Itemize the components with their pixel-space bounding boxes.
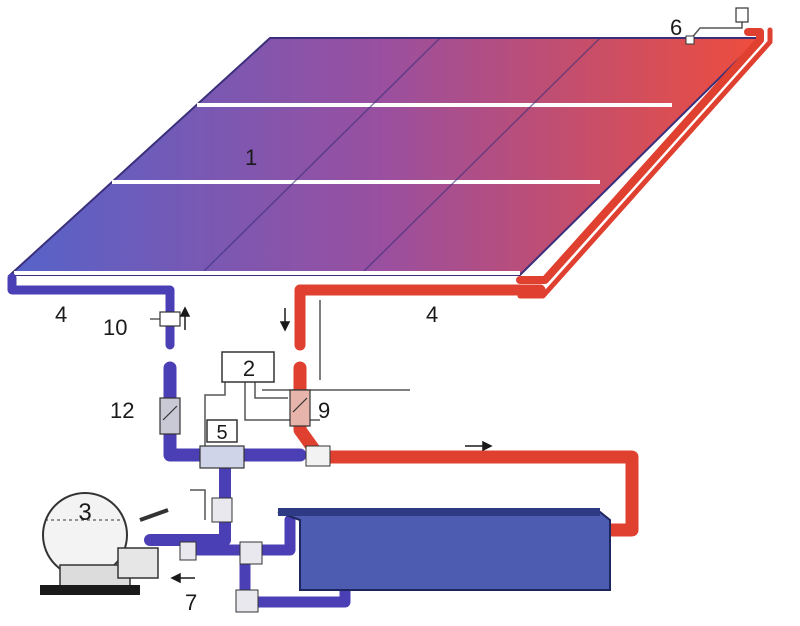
label-pipe-right: 4 [426,302,438,327]
arrow-left-icon [170,572,195,584]
label-collector: 1 [245,145,257,170]
label-valve-7: 7 [185,590,197,615]
flow-arrows [170,306,493,584]
sensor-6 [685,7,749,45]
controller-housing [221,351,275,383]
pipe-tee [305,445,331,467]
valve [239,541,263,565]
label-filter: 3 [78,499,91,526]
pool-basin [277,511,611,591]
vent-body [159,311,181,327]
pump-handle [139,508,169,522]
swimming-pool [277,508,611,591]
air-vent-10 [150,311,181,327]
pool-valves [179,497,263,613]
panel-seam [359,37,601,276]
valve-actuator [206,419,238,443]
solar-collector [7,37,763,276]
label-vent-10: 10 [103,315,127,340]
label-controller: 2 [243,356,255,381]
pool-rim [278,508,600,516]
label-sensor-6: 6 [670,15,682,40]
label-check-valve-12: 12 [110,398,134,423]
sensor-probe [685,35,695,45]
pump-housing [117,547,159,579]
pump-base [40,585,140,595]
valve [211,497,233,523]
check-valve-body [289,389,311,427]
arrow-up-icon [179,306,191,330]
panel-seam [199,37,441,276]
check-valve-12 [159,397,181,435]
sensor-body [735,7,749,23]
check-valve-body [159,397,181,435]
label-pipe-left: 4 [55,302,67,327]
valve-body [199,445,245,469]
controller-box: 2 [221,351,275,383]
collector-surface [7,37,763,276]
arrow-right-icon [465,440,493,452]
check-valve-9 [289,389,311,427]
three-way-valve-5: 5 [199,419,245,469]
label-check-valve-9: 9 [318,398,330,423]
label-valve-5: 5 [216,422,227,444]
filter-and-pump: 3 [40,492,169,595]
arrow-down-icon [279,308,291,332]
valve [179,541,197,561]
valve [235,589,259,613]
